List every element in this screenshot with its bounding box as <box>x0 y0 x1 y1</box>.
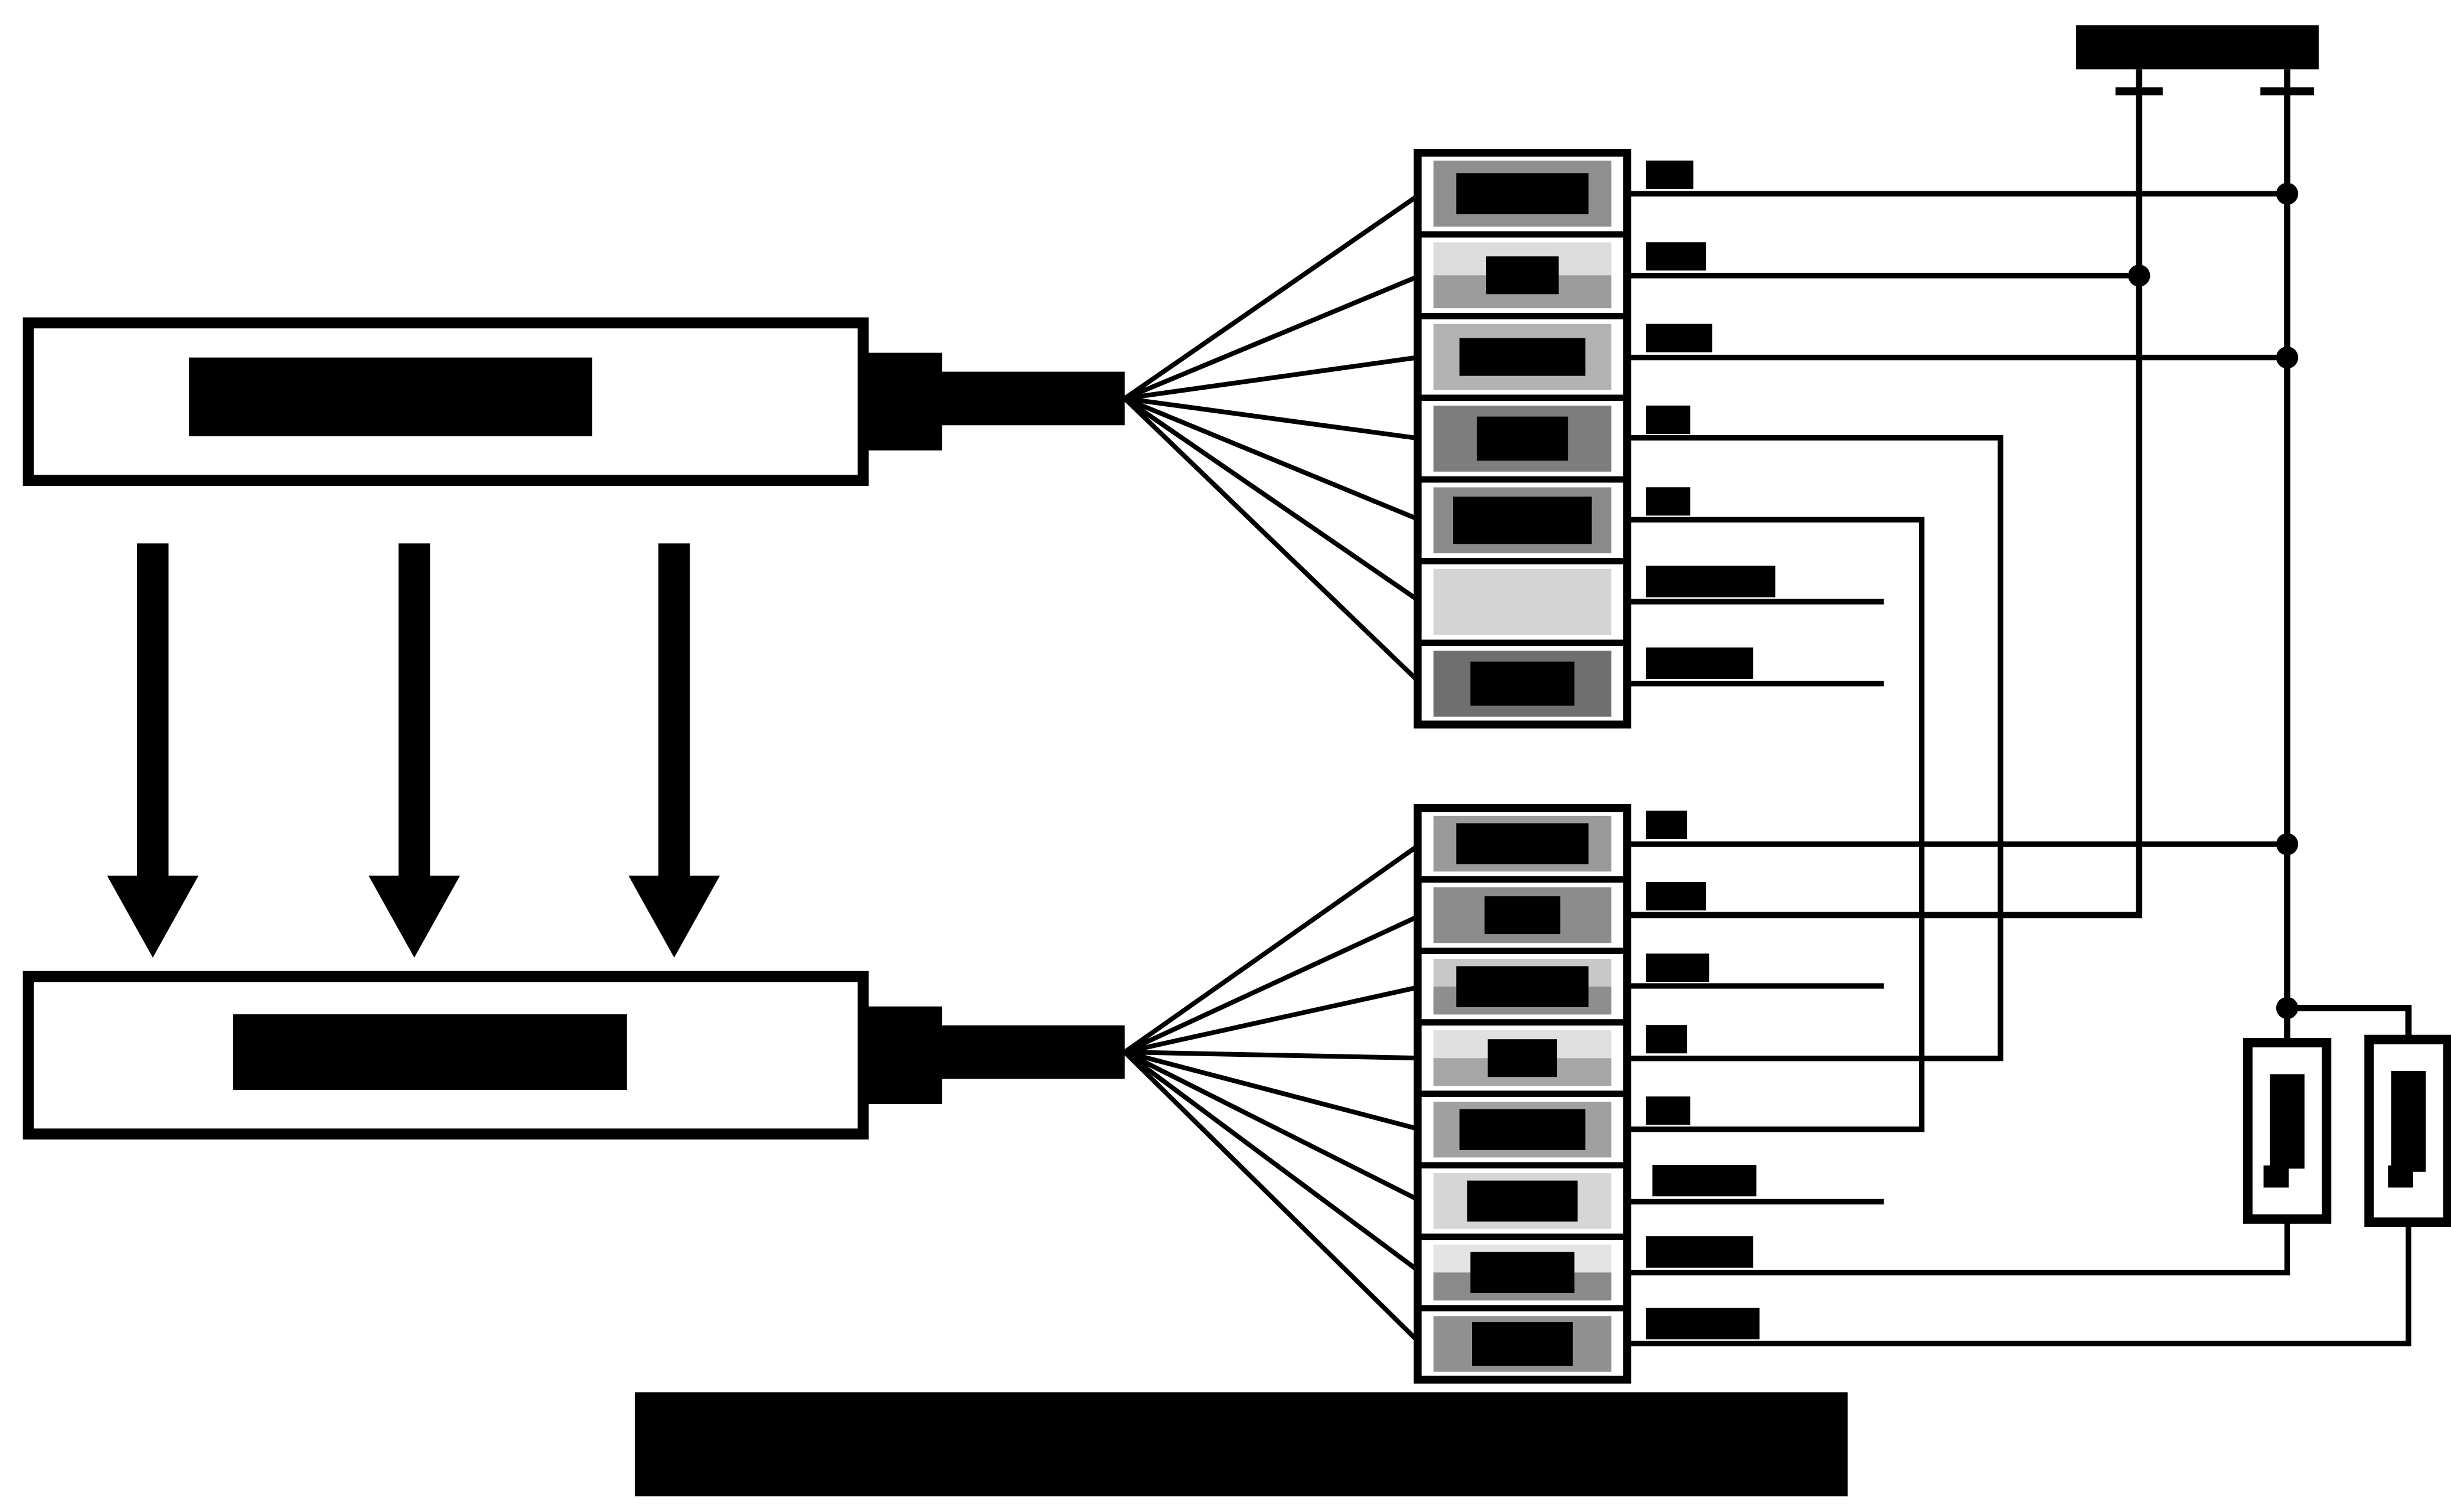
cable-connector-stub-top <box>863 352 942 450</box>
resistor-label-tag <box>2388 1165 2413 1188</box>
segment-label-bar <box>1487 1039 1558 1077</box>
wire-label-bar <box>1646 1025 1688 1054</box>
junction-dot <box>2276 833 2299 855</box>
cable-top <box>938 371 1125 426</box>
cable-connector-stub-bottom <box>863 1006 942 1105</box>
segment-label-bar <box>1453 497 1592 544</box>
segment-label-bar <box>1470 1252 1575 1294</box>
cable-fan-line <box>1123 1050 1422 1275</box>
wire <box>1627 435 2003 1062</box>
segment-label-bar <box>1486 256 1559 295</box>
resistor-body-bar <box>2270 1074 2305 1169</box>
wire-label-bar <box>1646 242 1706 271</box>
wire-label-bar <box>1646 1308 1760 1340</box>
wire-label-bar <box>1646 811 1688 840</box>
segment-label-bar <box>1477 416 1568 461</box>
wire <box>1627 1222 2411 1347</box>
wire-label-bar <box>1646 882 1706 911</box>
resistor-body-bar <box>2391 1071 2426 1172</box>
junction-dot <box>2276 997 2299 1020</box>
segment-label-bar <box>1456 173 1589 214</box>
down-arrow <box>107 543 199 958</box>
cable-fan-line <box>1124 273 1422 401</box>
power-supply-label-bar <box>2076 25 2319 70</box>
segment-label-bar <box>1484 896 1561 935</box>
cable-fan-line <box>1124 354 1421 401</box>
cable-fan-line <box>1122 1050 1423 1346</box>
segment-label-bar <box>1459 1109 1586 1150</box>
caption-bar <box>635 1392 1848 1497</box>
power-rail <box>1627 91 2143 919</box>
segment-label-bar <box>1470 661 1575 706</box>
cable-fan-line <box>1124 1050 1421 1061</box>
cable-fan-line <box>1123 1050 1422 1203</box>
segment-label-bar <box>1471 1322 1573 1366</box>
cable-fan-line <box>1124 1050 1422 1132</box>
power-rail <box>2287 1005 2412 1040</box>
wire-label-bar <box>1646 566 1776 597</box>
resistor-label-tag <box>2263 1165 2289 1188</box>
segment-color-band <box>1433 569 1612 635</box>
cable-fan-line <box>1124 396 1422 523</box>
cable-fan-line <box>1123 191 1422 401</box>
down-arrow <box>628 543 720 958</box>
wire-label-bar <box>1646 160 1693 189</box>
segment-label-bar <box>1459 338 1586 376</box>
down-arrow <box>368 543 460 958</box>
device-label-bar-bottom <box>233 1014 627 1090</box>
wire-label-bar <box>1646 324 1712 352</box>
cable-fan-line <box>1124 984 1422 1054</box>
junction-dot <box>2276 346 2299 369</box>
device-label-bar-top <box>189 357 593 436</box>
wire-label-bar <box>1652 1164 1757 1197</box>
segment-label-bar <box>1456 966 1589 1007</box>
segment-label-bar <box>1467 1180 1578 1222</box>
cable-fan-line <box>1124 396 1421 441</box>
wire-label-bar <box>1646 1236 1754 1268</box>
cable-fan-line <box>1122 397 1423 685</box>
wire-label-bar <box>1646 405 1690 434</box>
junction-dot <box>2276 182 2299 205</box>
wire-label-bar <box>1646 487 1690 516</box>
segment-label-bar <box>1456 823 1589 864</box>
wire-label-bar <box>1646 953 1709 982</box>
cable-fan-line <box>1123 396 1422 604</box>
wire-label-bar <box>1646 647 1754 679</box>
terminal-block-top <box>1414 149 1631 729</box>
terminal-block-bottom <box>1414 804 1631 1384</box>
cable-bottom <box>938 1025 1125 1079</box>
wire-label-bar <box>1646 1096 1690 1125</box>
wire <box>1627 1219 2290 1276</box>
wire <box>1627 517 1925 1132</box>
junction-dot <box>2128 264 2150 287</box>
cable-fan-line <box>1123 841 1422 1054</box>
cable-fan-line <box>1124 913 1422 1054</box>
